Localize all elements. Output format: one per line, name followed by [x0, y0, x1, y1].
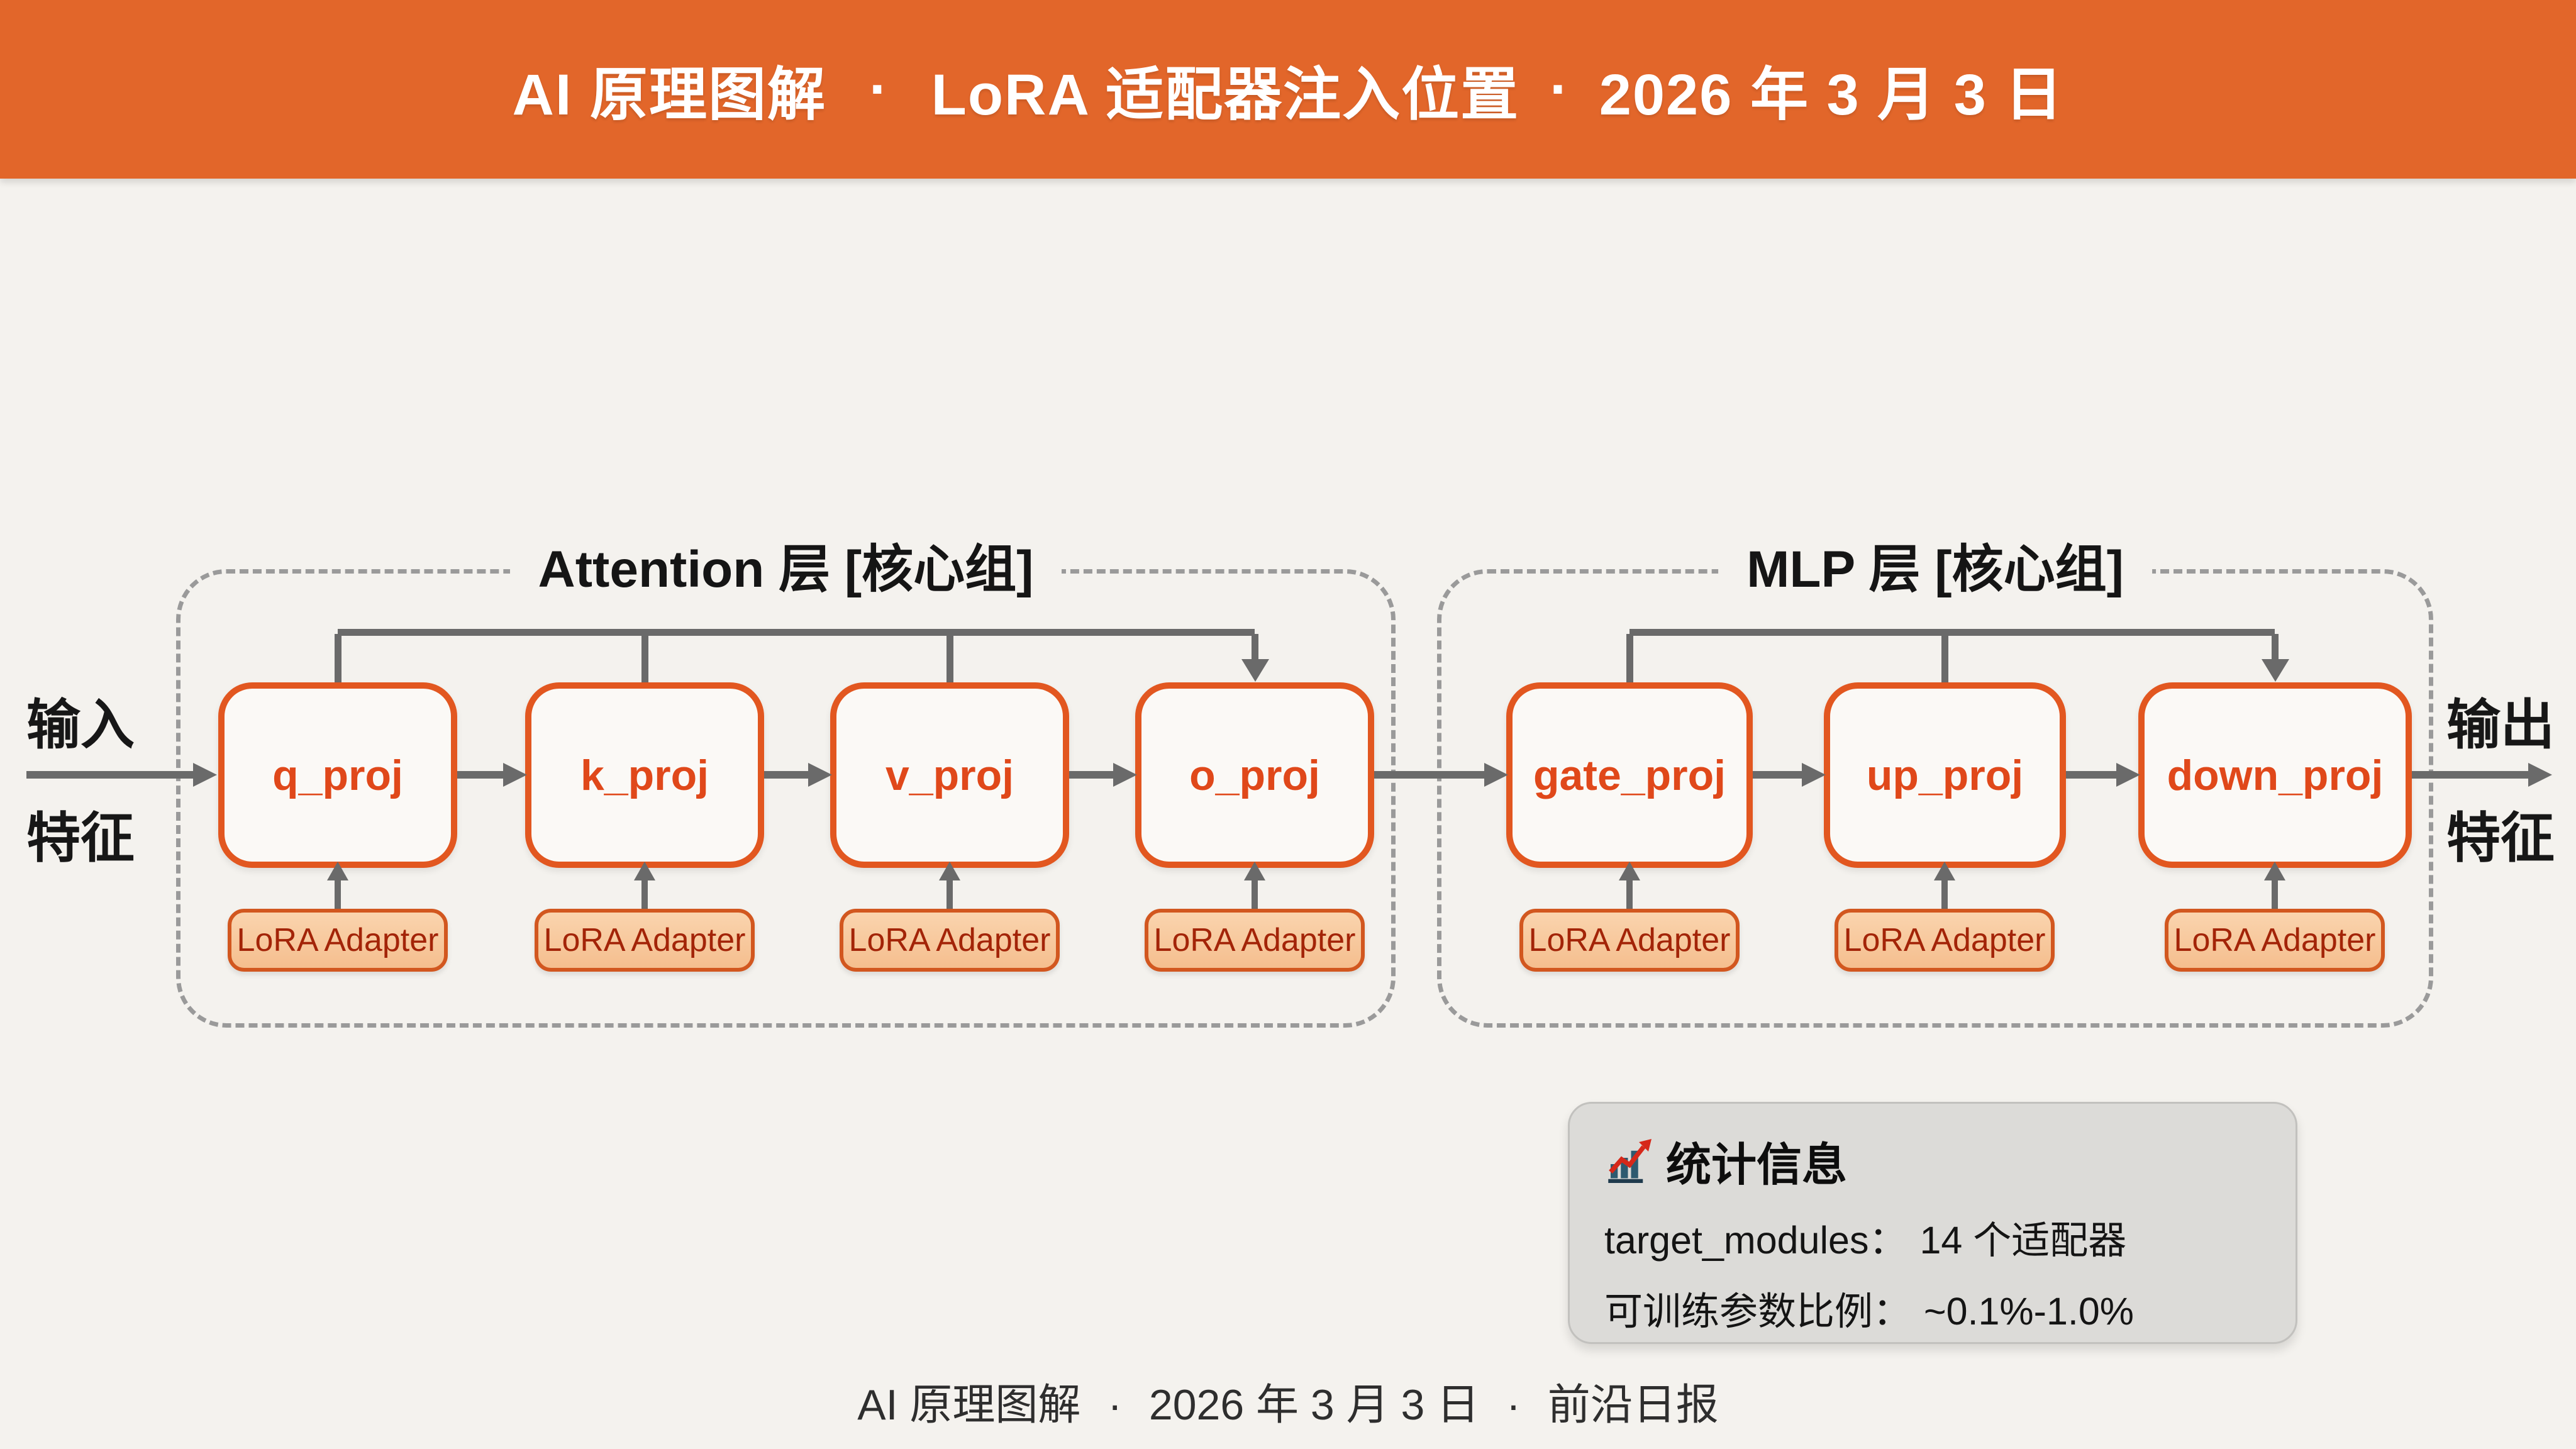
- mlp-group-container: MLP 层 [核心组]: [1437, 532, 2433, 1028]
- header-banner: AI 原理图解 · LoRA 适配器注入位置 · 2026 年 3 月 3 日: [0, 0, 2576, 179]
- attention-group-container: Attention 层 [核心组]: [176, 532, 1396, 1028]
- stats-panel: 统计信息 target_modules： 14 个适配器 可训练参数比例： ~0.1…: [1568, 1102, 2297, 1344]
- module-down-proj-label: down_proj: [2167, 751, 2384, 799]
- flow-arrow-up-down: [2066, 763, 2140, 787]
- output-label-top: 输出: [2446, 695, 2555, 755]
- module-gate-proj: gate_proj: [1506, 682, 1753, 868]
- stats-line1-label: target_modules：: [1604, 1219, 1907, 1262]
- lora-adapter-label: LoRA Adapter: [236, 922, 439, 958]
- adapter-arrow-stem: [1252, 879, 1258, 909]
- adapter-arrowhead-icon: [939, 862, 960, 880]
- adapter-arrowhead-icon: [327, 862, 348, 880]
- chart-increasing-icon: [1608, 1138, 1652, 1183]
- stats-title: 统计信息: [1666, 1140, 1848, 1191]
- attention-bypass-stub-v: [947, 634, 953, 683]
- footer-publication: 前沿日报: [1547, 1381, 1719, 1429]
- mlp-bypass-arrow-stem: [2272, 634, 2279, 660]
- lora-adapter-label: LoRA Adapter: [2174, 922, 2376, 958]
- footer-separator-dot: ·: [1506, 1381, 1521, 1429]
- lora-adapter-label: LoRA Adapter: [1843, 922, 2046, 958]
- stats-line-target-modules: target_modules： 14 个适配器: [1604, 1209, 2270, 1265]
- adapter-arrowhead-icon: [1934, 862, 1955, 880]
- adapter-arrow-stem: [947, 879, 953, 909]
- adapter-arrowhead-icon: [2264, 862, 2285, 880]
- header-separator-dot: ·: [1550, 57, 1569, 121]
- attention-bypass-stub-k: [641, 634, 648, 683]
- stats-line-trainable-ratio: 可训练参数比例： ~0.1%-1.0%: [1604, 1280, 2270, 1336]
- header-topic-title: LoRA 适配器注入位置: [931, 62, 1520, 127]
- adapter-arrow-stem: [1626, 879, 1633, 909]
- module-gate-proj-label: gate_proj: [1533, 751, 1726, 799]
- adapter-arrowhead-icon: [1619, 862, 1640, 880]
- input-flow-arrow: [26, 763, 217, 787]
- header-series-title: AI 原理图解: [512, 62, 827, 127]
- footer-caption: AI 原理图解 · 2026 年 3 月 3 日 · 前沿日报: [0, 1370, 2576, 1432]
- footer-separator-dot: ·: [1108, 1381, 1122, 1429]
- adapter-arrow-stem: [335, 879, 341, 909]
- stats-line2-value: ~0.1%-1.0%: [1924, 1290, 2135, 1333]
- adapter-arrowhead-icon: [634, 862, 655, 880]
- mlp-bypass-stub-up: [1941, 634, 1948, 683]
- adapter-arrow-stem: [1941, 879, 1948, 909]
- module-up-proj: up_proj: [1824, 682, 2066, 868]
- adapter-arrowhead-icon: [1244, 862, 1265, 880]
- module-v-proj-label: v_proj: [885, 751, 1014, 799]
- module-q-proj: q_proj: [218, 682, 457, 868]
- flow-arrow-o-gate: [1374, 763, 1508, 787]
- footer-series-title: AI 原理图解: [857, 1381, 1081, 1429]
- attention-group-label: Attention 层 [核心组]: [509, 532, 1062, 608]
- lora-adapter-badge-down: LoRA Adapter: [2165, 909, 2385, 972]
- lora-adapter-badge-k: LoRA Adapter: [535, 909, 755, 972]
- lora-adapter-badge-q: LoRA Adapter: [228, 909, 448, 972]
- flow-arrow-k-v: [764, 763, 832, 787]
- lora-adapter-label: LoRA Adapter: [543, 922, 746, 958]
- header-separator-dot: ·: [869, 57, 889, 121]
- header-date: 2026 年 3 月 3 日: [1599, 62, 2064, 127]
- input-label-top: 输入: [26, 695, 135, 755]
- lora-adapter-badge-v: LoRA Adapter: [840, 909, 1060, 972]
- flow-arrow-v-o: [1069, 763, 1137, 787]
- module-k-proj-label: k_proj: [580, 751, 709, 799]
- lora-adapter-badge-up: LoRA Adapter: [1835, 909, 2055, 972]
- attention-bypass-line: [338, 629, 1255, 636]
- stats-line2-label: 可训练参数比例：: [1604, 1290, 1912, 1333]
- mlp-bypass-arrowhead-icon: [2262, 659, 2289, 682]
- footer-date: 2026 年 3 月 3 日: [1148, 1381, 1480, 1429]
- attention-bypass-stub-q: [335, 634, 341, 683]
- flow-arrow-gate-up: [1753, 763, 1826, 787]
- module-q-proj-label: q_proj: [272, 751, 403, 799]
- flow-arrow-q-k: [457, 763, 527, 787]
- module-o-proj: o_proj: [1135, 682, 1374, 868]
- output-flow-arrow: [2412, 763, 2552, 787]
- module-up-proj-label: up_proj: [1866, 751, 2024, 799]
- module-v-proj: v_proj: [830, 682, 1069, 868]
- input-label-bottom: 特征: [26, 808, 135, 869]
- module-o-proj-label: o_proj: [1189, 751, 1320, 799]
- mlp-group-label: MLP 层 [核心组]: [1718, 532, 2152, 608]
- module-k-proj: k_proj: [525, 682, 764, 868]
- stats-title-row: 统计信息: [1604, 1128, 2270, 1194]
- module-down-proj: down_proj: [2138, 682, 2412, 868]
- lora-adapter-label: LoRA Adapter: [1153, 922, 1356, 958]
- adapter-arrow-stem: [641, 879, 648, 909]
- stats-line1-value: 14 个适配器: [1919, 1219, 2127, 1262]
- mlp-bypass-line: [1629, 629, 2275, 636]
- lora-adapter-label: LoRA Adapter: [848, 922, 1051, 958]
- lora-adapter-label: LoRA Adapter: [1528, 922, 1731, 958]
- adapter-arrow-stem: [2272, 879, 2278, 909]
- attention-bypass-arrowhead-icon: [1241, 659, 1269, 682]
- mlp-bypass-stub-gate: [1626, 634, 1633, 683]
- lora-adapter-badge-gate: LoRA Adapter: [1519, 909, 1740, 972]
- attention-bypass-arrow-stem: [1252, 634, 1258, 660]
- lora-adapter-badge-o: LoRA Adapter: [1145, 909, 1365, 972]
- output-label-bottom: 特征: [2446, 808, 2555, 869]
